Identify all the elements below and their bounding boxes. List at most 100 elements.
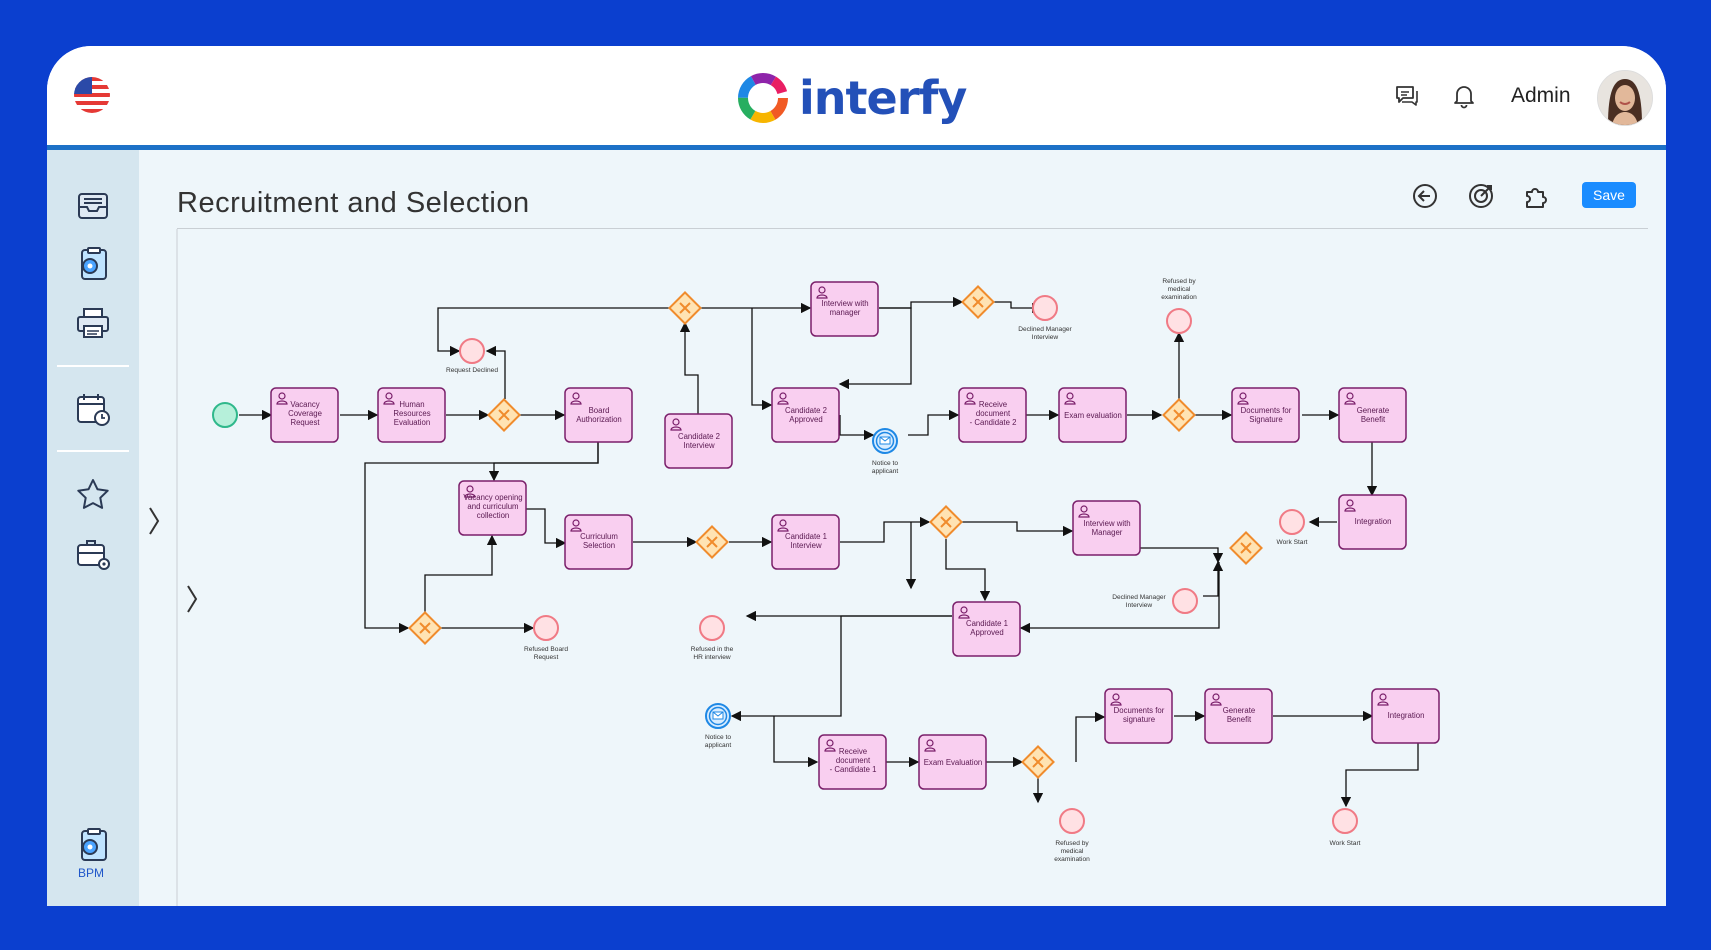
bell-icon[interactable] xyxy=(1450,82,1478,110)
task-box[interactable] xyxy=(1058,387,1127,443)
task-box[interactable] xyxy=(818,734,887,790)
chat-icon[interactable] xyxy=(1393,82,1421,110)
chevron-right-icon[interactable] xyxy=(185,583,199,615)
briefcase-settings-icon[interactable] xyxy=(74,534,112,572)
star-icon[interactable] xyxy=(74,476,112,514)
task-box[interactable] xyxy=(1104,688,1173,744)
task-box[interactable] xyxy=(564,514,633,570)
task-box[interactable] xyxy=(1072,500,1141,556)
end-event[interactable] xyxy=(1059,808,1085,834)
gateways xyxy=(408,285,1263,779)
event-label: Work Start xyxy=(1329,840,1360,847)
title-divider xyxy=(177,228,1648,229)
message-event[interactable] xyxy=(872,428,898,454)
inbox-icon[interactable] xyxy=(74,187,112,225)
puzzle-icon[interactable] xyxy=(1522,181,1552,211)
end-event[interactable] xyxy=(1332,808,1358,834)
main-content xyxy=(139,150,1666,906)
task-box[interactable] xyxy=(958,387,1027,443)
task-box[interactable] xyxy=(1338,494,1407,550)
event-label: Work Start xyxy=(1276,539,1307,546)
task-label: Integration xyxy=(1388,711,1425,720)
process-settings-icon[interactable] xyxy=(74,245,112,283)
task-box[interactable] xyxy=(810,281,879,337)
end-event[interactable] xyxy=(1032,295,1058,321)
task-box[interactable] xyxy=(952,601,1021,657)
task-box[interactable] xyxy=(1204,688,1273,744)
task-box[interactable] xyxy=(1338,387,1407,443)
end-event[interactable] xyxy=(1172,588,1198,614)
end-event[interactable] xyxy=(1279,509,1305,535)
page-title: Recruitment and Selection xyxy=(177,187,530,219)
task-box[interactable] xyxy=(918,734,987,790)
user-name[interactable]: Admin xyxy=(1511,84,1571,107)
end-event[interactable] xyxy=(459,338,485,364)
task-box[interactable] xyxy=(1231,387,1300,443)
app-logo: interfy xyxy=(735,67,967,129)
bpm-label[interactable]: BPM xyxy=(78,866,105,880)
target-icon[interactable] xyxy=(1466,181,1496,211)
task-label: Integration xyxy=(1355,517,1392,526)
sequence-flows xyxy=(239,296,1419,808)
logo-ring-icon xyxy=(738,73,788,123)
task-box[interactable] xyxy=(270,387,339,443)
task-box[interactable] xyxy=(564,387,633,443)
task-box[interactable] xyxy=(1371,688,1440,744)
user-avatar[interactable] xyxy=(1597,70,1653,126)
task-label: Exam evaluation xyxy=(1064,411,1122,420)
end-event[interactable] xyxy=(533,615,559,641)
back-arrow-icon[interactable] xyxy=(1410,181,1440,211)
task-box[interactable] xyxy=(377,387,446,443)
calendar-clock-icon[interactable] xyxy=(74,390,112,428)
task-box[interactable] xyxy=(458,480,527,536)
user-task-icons xyxy=(276,286,1389,752)
end-event[interactable] xyxy=(699,615,725,641)
bpm-icon[interactable] xyxy=(74,826,112,864)
sidebar-divider xyxy=(57,365,129,367)
task-box[interactable] xyxy=(771,514,840,570)
logo-wordmark: interfy xyxy=(799,71,967,125)
end-events xyxy=(459,295,1358,834)
end-event[interactable] xyxy=(1166,308,1192,334)
save-button[interactable]: Save xyxy=(1582,182,1636,208)
event-label: Request Declined xyxy=(446,367,498,374)
printer-icon[interactable] xyxy=(74,304,112,342)
message-event[interactable] xyxy=(705,703,731,729)
task-boxes xyxy=(270,281,1440,790)
language-flag-icon[interactable] xyxy=(74,77,110,113)
task-box[interactable] xyxy=(664,413,733,469)
chevron-right-icon[interactable] xyxy=(147,505,161,537)
task-box[interactable] xyxy=(771,387,840,443)
sidebar-divider xyxy=(57,450,129,452)
header-divider xyxy=(47,145,1666,150)
start-event[interactable] xyxy=(212,402,238,428)
